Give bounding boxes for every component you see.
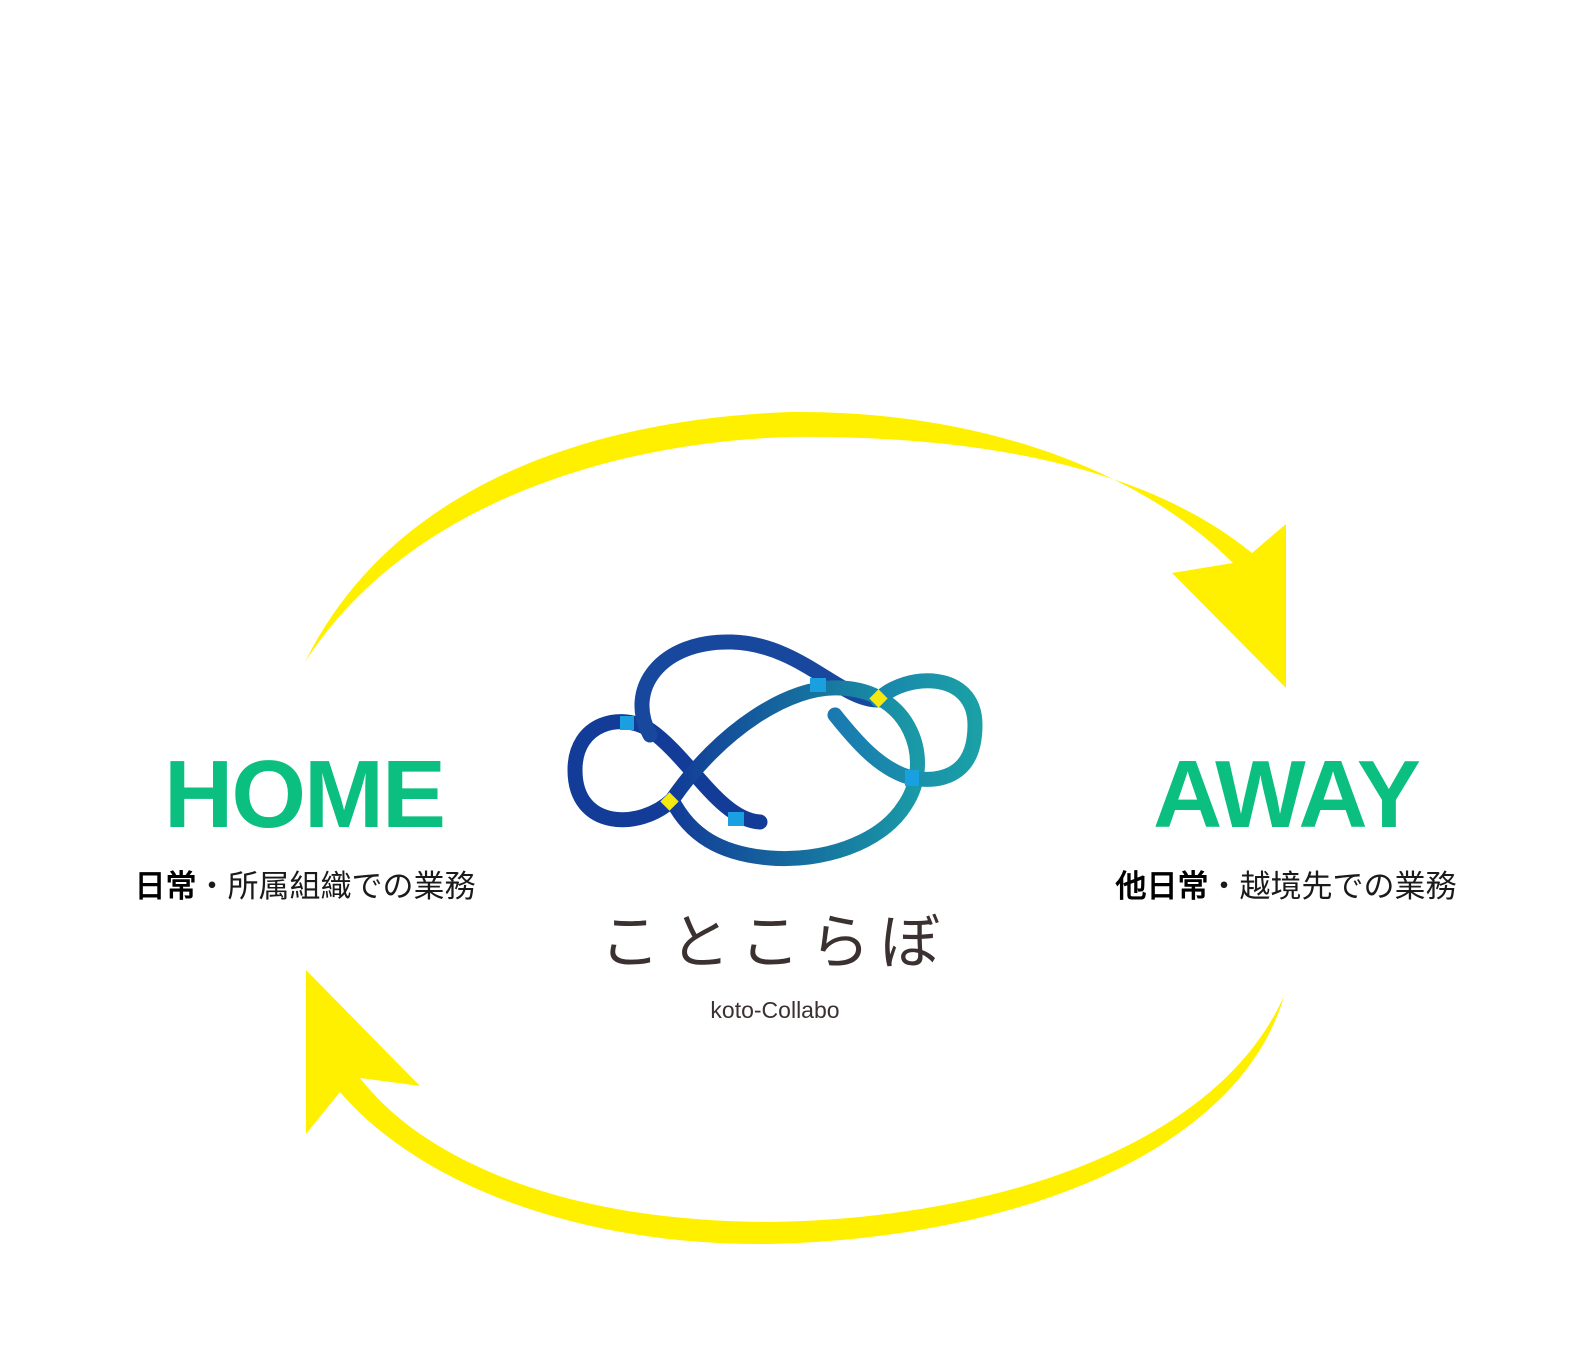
away-caption: 他日常・越境先での業務 <box>1046 862 1526 912</box>
home-heading: HOME <box>164 741 446 848</box>
logo-romaji: koto-Collabo <box>710 997 840 1023</box>
home-caption-rest: ・所属組織での業務 <box>196 869 476 905</box>
kotocollabo-logo: ことこらぼ koto-Collabo <box>560 625 990 1045</box>
logo-kana: ことこらぼ <box>600 908 950 978</box>
home-caption: 日常・所属組織での業務 <box>60 862 550 912</box>
knot-logo-icon <box>567 634 983 867</box>
away-heading: AWAY <box>1153 741 1421 848</box>
home-caption-bold: 日常 <box>134 869 197 905</box>
away-caption-rest: ・越境先での業務 <box>1208 869 1457 905</box>
away-caption-bold: 他日常 <box>1115 869 1209 905</box>
